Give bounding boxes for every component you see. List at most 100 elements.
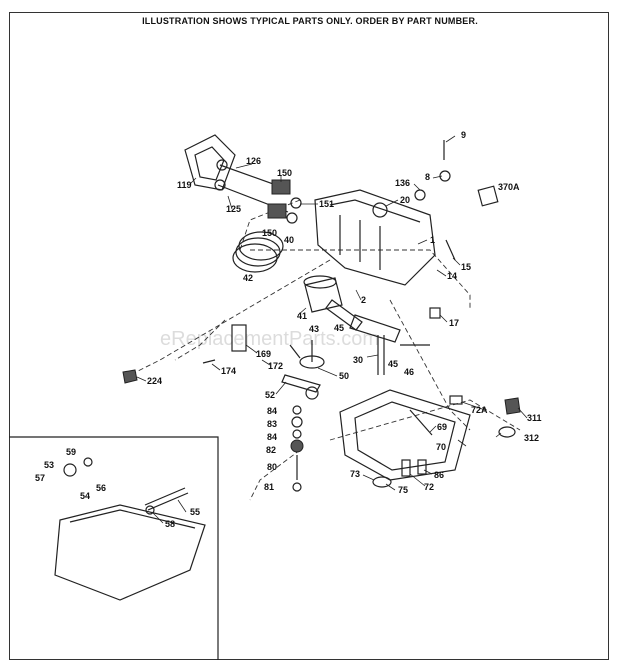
washer-part	[292, 405, 302, 415]
part-label: 84	[267, 406, 277, 416]
part-label: 312	[524, 433, 539, 443]
part-label: 2	[361, 295, 366, 305]
spring-part	[271, 179, 291, 195]
sump-part	[339, 389, 471, 481]
part-label: 15	[461, 262, 471, 272]
crankshaft-part	[349, 314, 401, 343]
inset-sump-part	[69, 509, 196, 529]
gear-part	[290, 439, 304, 453]
spring-part	[267, 203, 287, 219]
part-label: 9	[461, 130, 466, 140]
cylinder-block-part	[445, 239, 456, 261]
plug-part	[417, 459, 427, 475]
part-label: 43	[309, 324, 319, 334]
cylinder-block-part	[439, 170, 451, 182]
diagram-frame	[9, 12, 609, 660]
inset-frame	[9, 436, 219, 660]
part-label: 224	[147, 376, 162, 386]
assembly-line	[174, 319, 226, 361]
cylinder-block-part	[414, 189, 426, 201]
inset-washer-part	[145, 505, 155, 515]
part-label: 125	[226, 204, 241, 214]
camshaft-part	[281, 374, 321, 393]
bolt-part	[202, 359, 216, 364]
plug-part	[401, 459, 411, 477]
seal-part	[372, 476, 392, 488]
inset-gear-part	[63, 463, 77, 477]
part-label: 14	[447, 271, 457, 281]
piston-part	[304, 277, 343, 313]
part-label: 80	[267, 462, 277, 472]
inset-shaft-part	[144, 487, 186, 506]
part-label: 86	[434, 470, 444, 480]
assembly-line	[249, 449, 301, 501]
inset-sump-part	[54, 504, 206, 601]
part-label: 42	[243, 273, 253, 283]
part-label: 70	[436, 442, 446, 452]
header-note: ILLUSTRATION SHOWS TYPICAL PARTS ONLY. O…	[142, 16, 478, 26]
sump-part	[409, 409, 433, 436]
part-label: 82	[266, 445, 276, 455]
part-label: 150	[277, 168, 292, 178]
assembly-line	[389, 299, 471, 431]
part-label: 72A	[471, 405, 488, 415]
watermark: eReplacementParts.com	[160, 328, 379, 350]
inset-gear-part	[83, 457, 93, 467]
washer-part	[292, 429, 302, 439]
seal-part	[498, 426, 516, 438]
part-label: 75	[398, 485, 408, 495]
part-label: 41	[297, 311, 307, 321]
fitting-part	[449, 395, 463, 405]
part-label: 53	[44, 460, 54, 470]
part-label: 58	[165, 519, 175, 529]
gasket-part	[184, 134, 236, 191]
part-label: 40	[284, 235, 294, 245]
assembly-line	[329, 399, 521, 441]
crankshaft-part	[429, 307, 441, 319]
part-label: 45	[334, 323, 344, 333]
part-label: 69	[437, 422, 447, 432]
valve-part	[214, 179, 226, 191]
part-label: 46	[404, 367, 414, 377]
inset-shaft-part	[147, 492, 189, 511]
part-label: 73	[350, 469, 360, 479]
dipstick-part	[504, 397, 521, 415]
part-label: 174	[221, 366, 236, 376]
part-label: 169	[256, 349, 271, 359]
part-label: 30	[353, 355, 363, 365]
part-label: 126	[246, 156, 261, 166]
part-label: 172	[268, 361, 283, 371]
part-label: 119	[177, 180, 192, 190]
part-label: 311	[527, 413, 542, 423]
cap-part	[122, 369, 138, 384]
cylinder-block-part	[372, 202, 388, 218]
part-label: 84	[267, 432, 277, 442]
part-label: 57	[35, 473, 45, 483]
sump-part	[354, 401, 456, 471]
plate-part	[289, 344, 301, 359]
part-label: 136	[395, 178, 410, 188]
part-label: 17	[449, 318, 459, 328]
part-label: 83	[267, 419, 277, 429]
part-label: 1	[430, 235, 435, 245]
part-label: 56	[96, 483, 106, 493]
cylinder-block-part	[477, 185, 499, 207]
part-label: 20	[400, 195, 410, 205]
part-label: 8	[425, 172, 430, 182]
part-label: 150	[262, 228, 277, 238]
piston-ring-part	[238, 231, 284, 261]
washer-part	[291, 416, 303, 428]
part-label: 50	[339, 371, 349, 381]
spring-part	[286, 212, 298, 224]
camshaft-part	[305, 386, 319, 400]
part-label: 81	[264, 482, 274, 492]
cylinder-block-part	[329, 199, 421, 223]
valve-part	[216, 159, 228, 171]
gasket-part	[194, 146, 225, 181]
part-label: 72	[424, 482, 434, 492]
piston-ring-part	[232, 243, 278, 273]
spring-part	[290, 197, 302, 209]
cylinder-block-part	[314, 189, 436, 286]
piston-ring-part	[235, 237, 281, 267]
